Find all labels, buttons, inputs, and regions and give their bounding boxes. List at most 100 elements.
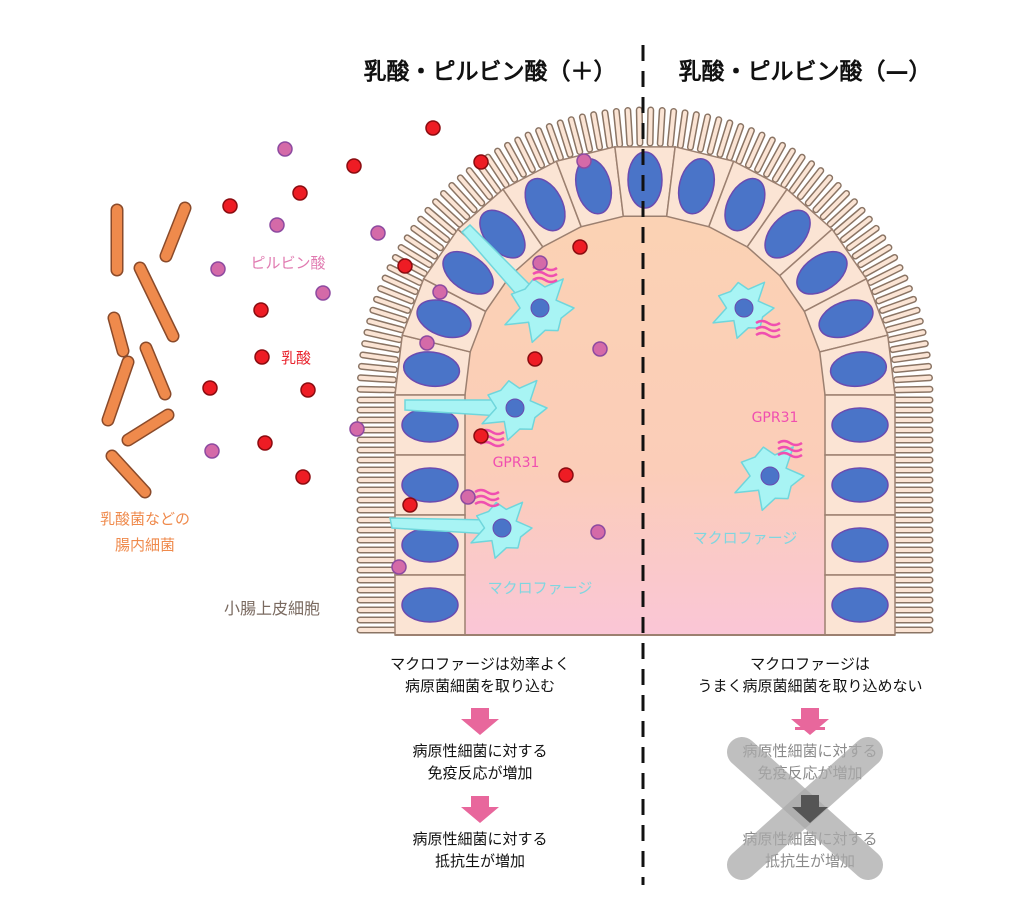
lactate-dot [257,435,273,451]
microvillus-fill [467,168,492,199]
macrophages [389,223,805,559]
microvillus-fill [370,308,407,323]
cell-nucleus [831,527,889,563]
microvillus-fill [764,143,785,177]
microvillus-fill [880,297,916,313]
left-step2: 病原性細菌に対する 免疫反応が増加 [412,740,547,784]
lactate-dot [202,380,218,396]
microvillus-fill [755,138,775,172]
left-step2-line2: 免疫反応が増加 [427,764,533,782]
microvillus-fill [405,235,437,259]
microvillus-fill [668,109,676,147]
bacterium [161,203,190,261]
macrophage [460,223,575,344]
lactate-dot [295,469,311,485]
microvillus-fill [547,124,563,160]
cell-nucleus [524,177,566,232]
microvillus-fill [717,120,732,157]
cell-nucleus [829,351,888,388]
microvillus-fill [892,352,930,362]
cell-nucleus [831,407,889,443]
cell-nucleus [831,467,889,503]
cell-nucleus [627,151,663,209]
right-step1: マクロファージは うまく病原菌細菌を取り込めない [697,653,922,697]
label-macrophage-left: マクロファージ [487,579,593,597]
pyruvate-dot [532,255,548,271]
microvillus-fill [868,265,902,285]
microvillus-fill [658,108,665,146]
gpr31-receptor-icon [777,439,803,459]
microvillus-fill [858,245,891,267]
right-step3: 病原性細菌に対する 抵抗生が増加 [742,828,877,872]
right-step3-line2: 抵抗生が増加 [764,852,856,870]
cell-nucleus [796,250,848,295]
label-epithelium: 小腸上皮細胞 [223,599,321,618]
right-step1-line2: うまく病原菌細菌を取り込めない [697,677,923,695]
pyruvate-dot [460,489,476,505]
microvillus-fill [558,120,573,157]
microvillus-fill [367,319,404,332]
right-step2-line2: 免疫反応が増加 [757,764,863,782]
microvillus-fill [637,108,642,146]
microvillus-fill [698,114,710,152]
bacterium [135,263,178,341]
microvillus-fill [893,364,931,372]
lactate-dot [473,428,489,444]
microvillus-fill [773,149,795,182]
microvillus-fill [888,330,926,342]
microvillus-fill [495,149,517,182]
microvillus-fill [876,286,912,303]
bacteria [101,201,192,499]
microvillus-fill [798,168,823,199]
macrophage-nucleus [734,298,754,318]
bacterium [103,357,133,425]
label-bacteria-line2: 腸内細菌 [114,536,176,554]
pyruvate-dot [277,141,293,157]
microvillus-fill [526,133,544,168]
right-step2: 病原性細菌に対する 免疫反応が増加 [742,740,877,784]
lactate-dot [300,382,316,398]
pyruvate-dot [432,284,448,300]
right-step1-line1: マクロファージは [750,655,870,673]
microvillus-fill [374,297,410,313]
pyruvate-dot [204,443,220,459]
label-bacteria: 乳酸菌などの 腸内細菌 [100,506,190,558]
pyruvate-dot [592,341,608,357]
title-right: 乳酸・ピルビン酸（—） [678,59,932,85]
microvillus-fill [727,124,743,160]
microvillus-fill [359,364,397,372]
microvillus-fill [536,128,553,164]
pyruvate-dot [210,261,226,277]
lactate-dot [425,120,441,136]
cell-nucleus [724,177,766,232]
microvillus-fill [591,112,602,150]
pyruvate-dot [576,153,592,169]
microvillus-fill [821,191,849,219]
microvillus-fill [358,375,396,382]
cell-nucleus [402,351,461,388]
pyruvate-dot [269,217,285,233]
microvillus-fill [688,112,699,150]
title-left: 乳酸・ピルビン酸（＋） [363,59,617,85]
inhibition-bar-icon [795,727,825,730]
pyruvate-dot [391,559,407,575]
lactate-dot [527,351,543,367]
macrophage [389,501,533,559]
microvillus-fill [678,110,688,148]
lactate-dot [572,239,588,255]
microvillus-fill [883,308,920,323]
microvillus-fill [458,175,484,206]
microvillus-fill [449,183,477,212]
metabolite-dots [202,120,608,575]
pyruvate-dot [349,421,365,437]
microvillus-fill [894,387,932,392]
microvillus-fill [569,117,582,154]
microvillus-fill [863,255,897,276]
microvillus-fill [362,341,400,352]
label-macrophage-right: マクロファージ [692,529,798,547]
microvillus-fill [358,387,396,392]
microvillus-fill [383,276,418,294]
microvillus-fill [602,110,612,148]
bacterium [109,313,128,356]
